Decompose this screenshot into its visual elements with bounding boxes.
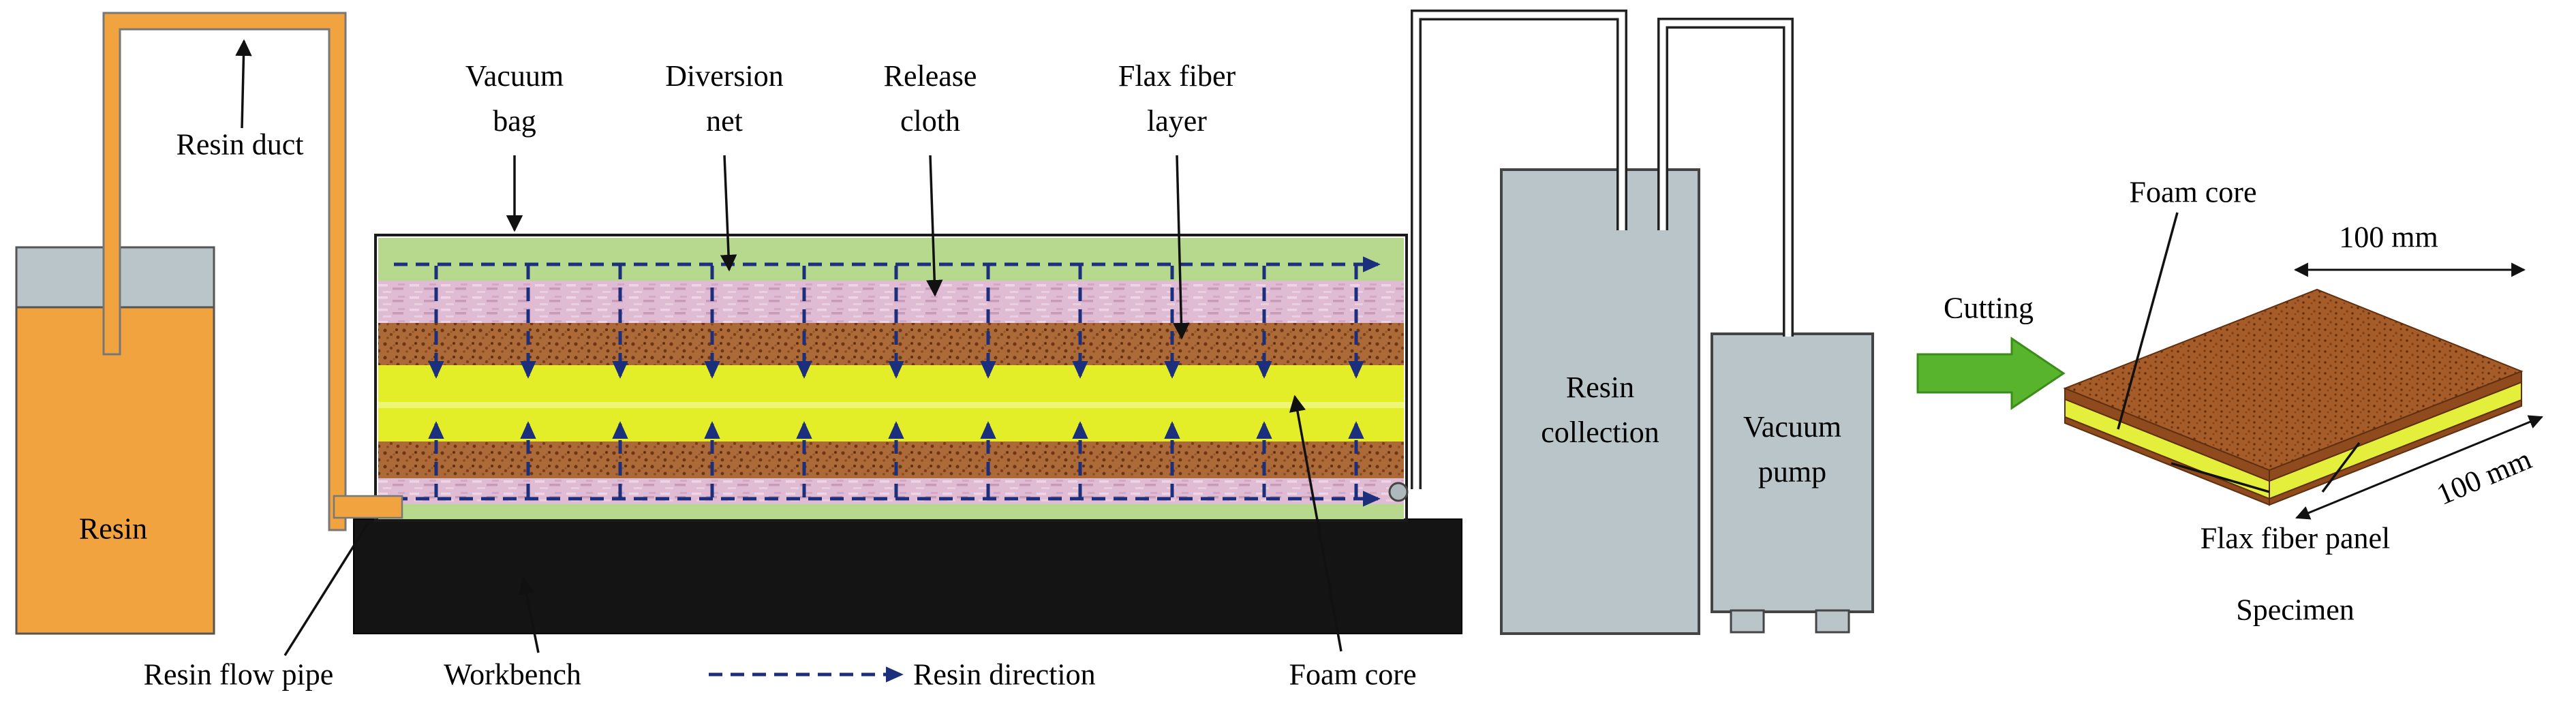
resin-flow-down-arrows <box>428 266 1364 379</box>
vacuum-infusion-stack <box>374 234 1408 522</box>
label-resin: Resin <box>78 512 148 546</box>
resin-duct-arrow <box>235 39 252 129</box>
label-flax-fiber-layer: Flax fiber layer <box>1118 54 1236 144</box>
workbench-arrow <box>518 577 540 653</box>
label-specimen: Specimen <box>2236 593 2355 627</box>
vacuum-pump-body <box>1711 332 1874 613</box>
label-specimen-foam-core: Foam core <box>2129 175 2257 209</box>
foam-core-highlight <box>378 402 1404 408</box>
resin-flow-horizontal-arrows <box>394 256 1381 507</box>
dimension-depth-arrow <box>2295 415 2543 520</box>
label-resin-collection: Resin collection <box>1541 365 1659 455</box>
label-diversion-net-line1: Diversion <box>665 59 784 93</box>
diversion-net-arrow <box>720 155 737 272</box>
specimen-foam-core-line <box>2117 212 2179 430</box>
vacuum-bag-top-layer <box>378 238 1404 281</box>
label-foam-core: Foam core <box>1289 657 1417 692</box>
label-flax-fiber-panel: Flax fiber panel <box>2200 521 2391 555</box>
label-flax-fiber-layer-line1: Flax fiber <box>1118 59 1236 93</box>
label-vacuum-pump: Vacuum pump <box>1743 405 1841 495</box>
foam-core-arrow <box>1289 394 1343 652</box>
release-cloth-top-layer <box>378 281 1404 323</box>
label-release-cloth-line2: cloth <box>900 104 960 138</box>
label-cutting: Cutting <box>1943 291 2034 325</box>
vacuum-port <box>1388 482 1409 502</box>
workbench <box>353 518 1462 634</box>
flax-fiber-layer-arrow <box>1173 155 1190 340</box>
label-vacuum-pump-line1: Vacuum <box>1743 410 1842 444</box>
cutting-arrow-icon <box>1916 337 2066 410</box>
label-workbench: Workbench <box>444 657 581 692</box>
flax-fiber-bottom-layer <box>378 441 1404 478</box>
release-cloth-arrow <box>926 155 943 297</box>
vacuum-pump-foot-right <box>1815 609 1850 634</box>
dimension-arrows <box>2293 262 2543 520</box>
flax-fiber-top-layer <box>378 323 1404 365</box>
vacuum-tube-stack-to-collection <box>1411 10 1627 489</box>
label-release-cloth-line1: Release <box>883 59 977 93</box>
label-resin-collection-line1: Resin <box>1565 371 1635 404</box>
label-diversion-net-line2: net <box>706 104 743 138</box>
vacuum-tube-collection-to-pump <box>1657 18 1794 337</box>
label-vacuum-bag: Vacuum bag <box>465 54 564 144</box>
label-resin-flow-pipe: Resin flow pipe <box>143 657 334 692</box>
label-resin-direction: Resin direction <box>913 657 1096 692</box>
resin-flow-up-arrows <box>428 421 1364 497</box>
label-vacuum-bag-line1: Vacuum <box>465 59 564 93</box>
label-diversion-net: Diversion net <box>665 54 784 144</box>
callouts <box>235 39 2361 656</box>
label-vacuum-bag-line2: bag <box>493 104 536 138</box>
label-resin-collection-line2: collection <box>1541 416 1659 449</box>
label-release-cloth: Release cloth <box>884 54 977 144</box>
specimen-top-face <box>2063 288 2524 471</box>
stack-border <box>374 234 1408 522</box>
label-dimension-width: 100 mm <box>2339 220 2438 254</box>
flax-panel-line-bottom <box>2171 462 2270 493</box>
vacuum-pump-foot-left <box>1730 609 1765 634</box>
resin-duct-pipe <box>102 12 347 531</box>
label-flax-fiber-layer-line2: layer <box>1147 104 1207 138</box>
vacuum-bag-bottom-layer <box>378 504 1404 521</box>
label-resin-duct: Resin duct <box>176 127 304 161</box>
resin-flow-pipe-line <box>283 523 369 656</box>
resin-flow-pipe-inlet <box>333 495 403 519</box>
label-vacuum-pump-line2: pump <box>1758 455 1827 488</box>
resin-collection-container <box>1500 168 1700 635</box>
